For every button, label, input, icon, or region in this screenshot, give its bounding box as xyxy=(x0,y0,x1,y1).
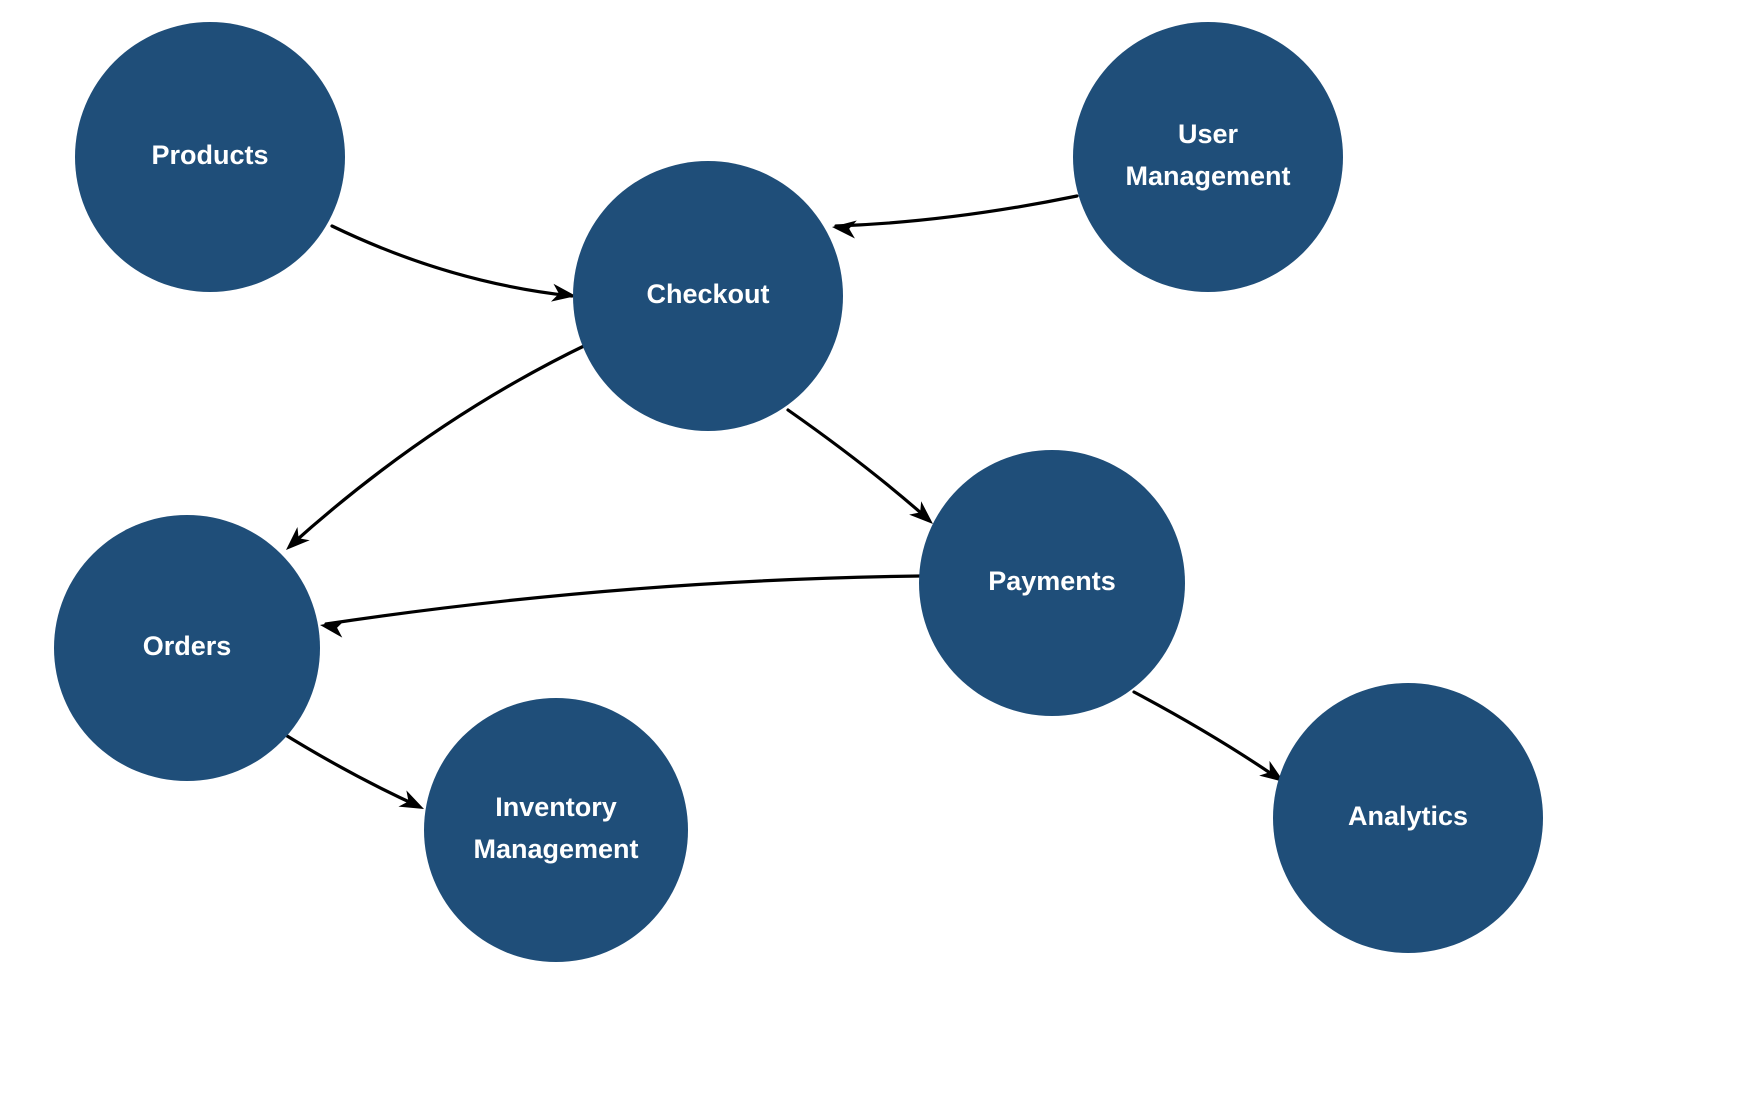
edge-line xyxy=(288,342,590,548)
node-circle[interactable] xyxy=(573,161,843,431)
node-label: Products xyxy=(151,140,268,170)
edge-checkout-to-orders xyxy=(286,342,590,550)
node-label: Analytics xyxy=(1348,801,1468,831)
node-circle[interactable] xyxy=(919,450,1185,716)
node-circle[interactable] xyxy=(1273,683,1543,953)
edge-payments-to-analytics xyxy=(1132,690,1284,782)
arrowhead-icon xyxy=(832,220,857,239)
edge-payments-to-orders xyxy=(320,574,922,638)
node-label: Management xyxy=(1125,161,1290,191)
edge-user-management-to-checkout xyxy=(832,194,1079,239)
arrowhead-icon xyxy=(909,501,933,524)
node-circle[interactable] xyxy=(54,515,320,781)
arrowhead-icon xyxy=(320,619,346,638)
arrowhead-icon xyxy=(398,790,424,809)
node-label: Management xyxy=(473,834,638,864)
node-label: Orders xyxy=(143,631,232,661)
edge-line xyxy=(324,574,922,626)
edge-line xyxy=(786,408,931,522)
node-label: Payments xyxy=(988,566,1116,596)
arrowhead-icon xyxy=(1259,760,1284,782)
node-checkout[interactable]: Checkout xyxy=(573,161,843,431)
edge-orders-to-inventory-management xyxy=(277,729,424,809)
node-analytics[interactable]: Analytics xyxy=(1273,683,1543,953)
node-label: Inventory xyxy=(495,792,617,822)
node-circle[interactable] xyxy=(424,698,688,962)
edge-checkout-to-payments xyxy=(786,408,933,524)
node-circle[interactable] xyxy=(75,22,345,292)
edge-products-to-checkout xyxy=(330,224,576,302)
nodes-layer: ProductsCheckoutUserManagementOrdersPaym… xyxy=(54,22,1543,962)
edges-layer xyxy=(277,194,1284,809)
node-payments[interactable]: Payments xyxy=(919,450,1185,716)
node-label: User xyxy=(1178,119,1239,149)
node-label: Checkout xyxy=(646,279,769,309)
node-circle[interactable] xyxy=(1073,22,1343,292)
edge-line xyxy=(1132,690,1281,781)
edge-line xyxy=(330,224,574,298)
arrowhead-icon xyxy=(550,283,576,302)
node-products[interactable]: Products xyxy=(75,22,345,292)
node-orders[interactable]: Orders xyxy=(54,515,320,781)
edge-line xyxy=(277,729,420,808)
edge-line xyxy=(834,194,1079,228)
arrowhead-icon xyxy=(286,527,310,550)
